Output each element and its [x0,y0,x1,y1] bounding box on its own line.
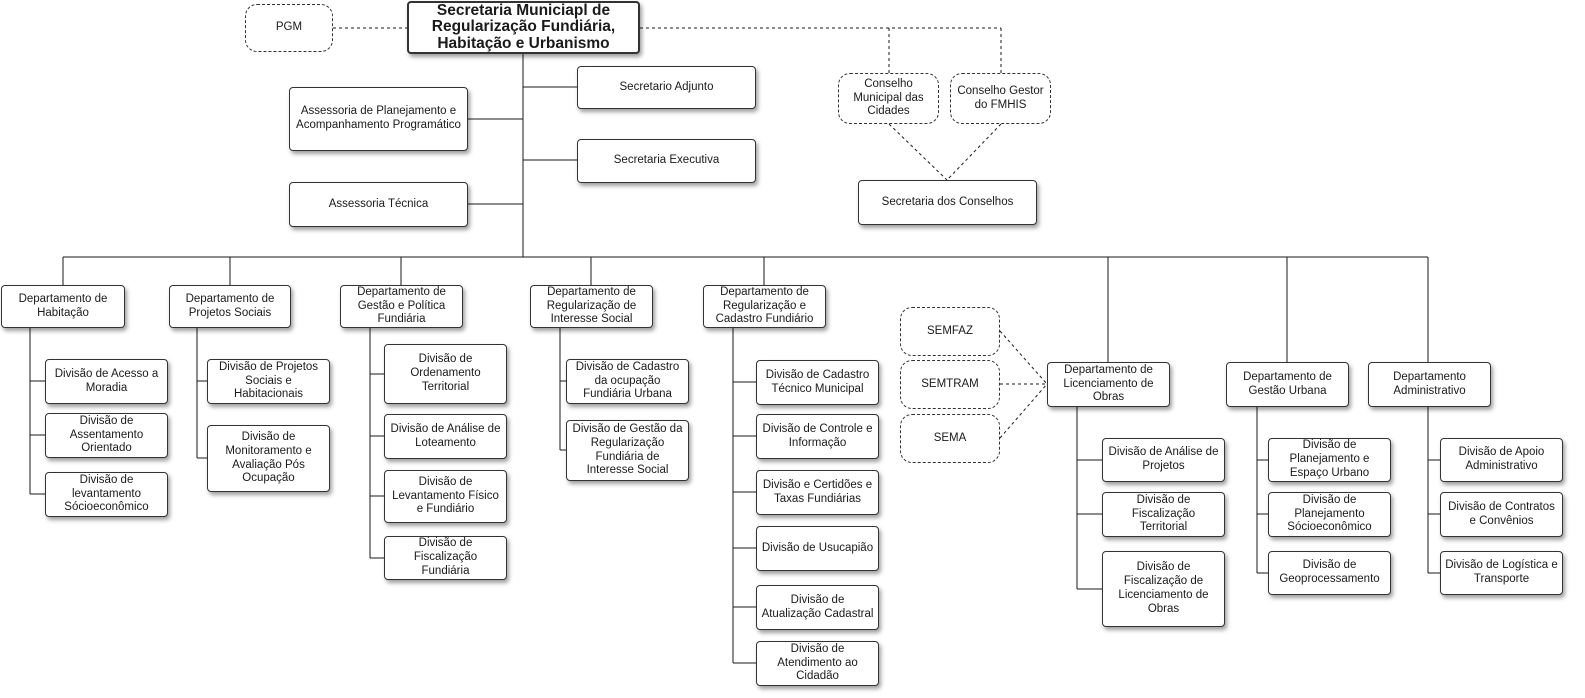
box-div-monitoramento: Divisão de Monitoramento e Avaliação Pós… [207,425,330,492]
box-div-atualizacao: Divisão de Atualização Cadastral [756,585,879,630]
box-secretaria-executiva: Secretaria Executiva [577,139,756,183]
box-div-gestao-regularizacao: Divisão de Gestão da Regularização Fundi… [566,420,689,481]
box-secretario-adjunto: Secretario Adjunto [577,66,756,109]
box-div-projetos-sociais: Divisão de Projetos Sociais e Habitacion… [207,359,330,404]
box-dep-habitacao: Departamento de Habitação [1,285,125,328]
connector-54 [999,330,1048,385]
box-div-analise-projetos: Divisão de Análise de Projetos [1102,438,1225,482]
box-div-analise-loteamento: Divisão de Análise de Loteamento [384,414,507,459]
box-div-fiscalizacao-territorial: Divisão de Fiscalização Territorial [1102,492,1225,537]
box-div-ordenamento: Divisão de Ordenamento Territorial [384,344,507,404]
box-dep-licenciamento: Departamento de Licenciamento de Obras [1047,362,1170,407]
box-div-atendimento: Divisão de Atendimento ao Cidadão [756,641,879,686]
box-dep-regularizacao-cadastro: Departamento de Regularização e Cadastro… [703,285,826,328]
box-secretaria: Secretaria Municiapl de Regularização Fu… [407,1,640,54]
box-secretaria-conselhos: Secretaria dos Conselhos [858,180,1037,225]
box-div-cadastro-tecnico: Divisão de Cadastro Técnico Municipal [756,360,879,405]
box-div-geoprocessamento: Divisão de Geoprocessamento [1268,551,1391,595]
box-assessoria-tecnica: Assessoria Técnica [289,182,468,227]
box-div-logistica: Divisão de Logística e Transporte [1440,551,1563,595]
box-div-cadastro-ocupacao: Divisão de Cadastro da ocupação Fundiári… [566,359,689,404]
box-conselho-gestor: Conselho Gestor do FMHIS [950,73,1051,124]
box-div-controle-informacao: Divisão de Controle e Informação [756,414,879,459]
connector-10 [946,123,1002,181]
box-div-fiscalizacao-licenciamento: Divisão de Fiscalização de Licenciamento… [1102,551,1225,627]
box-conselho-municipal: Conselho Municipal das Cidades [838,73,939,124]
box-div-fiscalizacao-fundiaria: Divisão de Fiscalização Fundiária [384,536,507,580]
box-semtram: SEMTRAM [900,360,1000,409]
box-div-usucapiao: Divisão de Usucapião [756,526,879,571]
box-div-certidoes: Divisão e Certidões e Taxas Fundiárias [756,470,879,515]
box-div-acesso-moradia: Divisão de Acesso a Moradia [45,359,168,404]
box-dep-administrativo: Departamento Administrativo [1368,362,1491,407]
box-semfaz: SEMFAZ [900,307,1000,356]
box-dep-gestao-urbana: Departamento de Gestão Urbana [1226,362,1349,407]
box-div-assentamento: Divisão de Assentamento Orientado [45,413,168,458]
box-div-levantamento-fisico: Divisão de Levantamento Físico e Fundiár… [384,470,507,523]
box-div-levantamento-socio: Divisão de levantamento Sócioeconômico [45,472,168,517]
box-pgm: PGM [245,4,333,52]
box-div-planejamento-socio: Divisão de Planejamento Sócioeconômico [1268,492,1391,537]
connector-56 [999,383,1048,439]
box-sema: SEMA [900,414,1000,463]
box-div-apoio-administrativo: Divisão de Apoio Administrativo [1440,438,1563,482]
box-dep-projetos-sociais: Departamento de Projetos Sociais [169,285,291,328]
connector-9 [888,123,948,181]
box-div-planejamento-espaco: Divisão de Planejamento e Espaço Urbano [1268,438,1391,482]
box-assessoria-planejamento: Assessoria de Planejamento e Acompanhame… [289,87,468,151]
box-dep-gestao-politica: Departamento de Gestão e Política Fundiá… [340,285,463,328]
box-div-contratos: Divisão de Contratos e Convênios [1440,492,1563,537]
box-dep-regularizacao-social: Departamento de Regularização de Interes… [530,285,653,328]
